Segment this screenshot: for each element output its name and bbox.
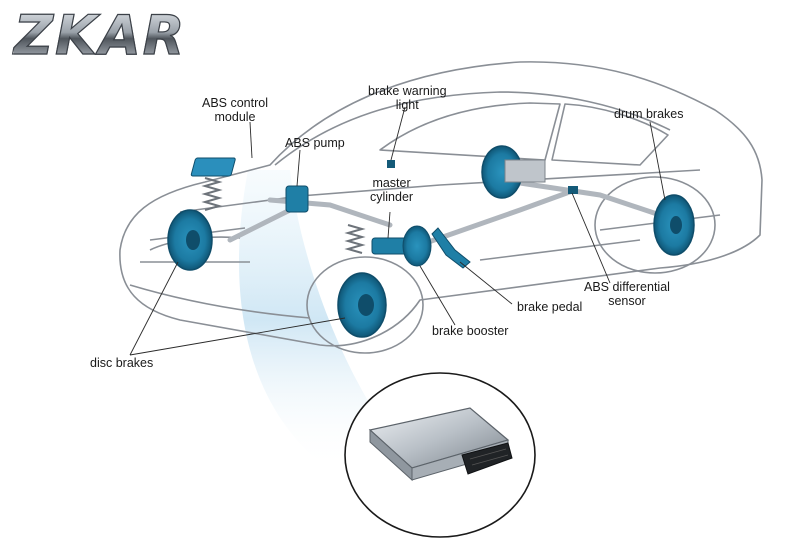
brake-warning-light-part xyxy=(387,160,395,168)
abs-differential-sensor-part xyxy=(568,186,578,194)
master-cylinder-part xyxy=(371,225,432,267)
disc-brake-front-right xyxy=(337,272,387,338)
label-abs-pump: ABS pump xyxy=(285,136,345,150)
car-outline xyxy=(119,61,763,354)
brake-pedal-part xyxy=(431,227,471,269)
drum-brake-rear-right xyxy=(653,194,695,256)
abs-control-module-part xyxy=(190,157,236,177)
label-brake-pedal: brake pedal xyxy=(517,300,583,314)
coil-spring-front xyxy=(201,177,366,254)
drum-brake-rear-left xyxy=(481,145,546,199)
abs-pump-part xyxy=(285,185,309,213)
label-abs-control-module: ABS control module xyxy=(202,96,269,124)
zkar-logo: ZKAR xyxy=(13,3,187,67)
ecu-inset xyxy=(344,372,536,538)
label-master-cylinder: master cylinder xyxy=(370,176,414,204)
disc-brake-front-left xyxy=(167,209,213,271)
label-brake-warning-light: brake warning light xyxy=(368,84,447,112)
label-disc-brakes: disc brakes xyxy=(90,356,154,370)
label-brake-booster: brake booster xyxy=(432,324,509,338)
label-drum-brakes: drum brakes xyxy=(614,107,684,121)
label-abs-differential-sensor: ABS differential sensor xyxy=(584,280,670,308)
leader-lines xyxy=(129,106,666,356)
